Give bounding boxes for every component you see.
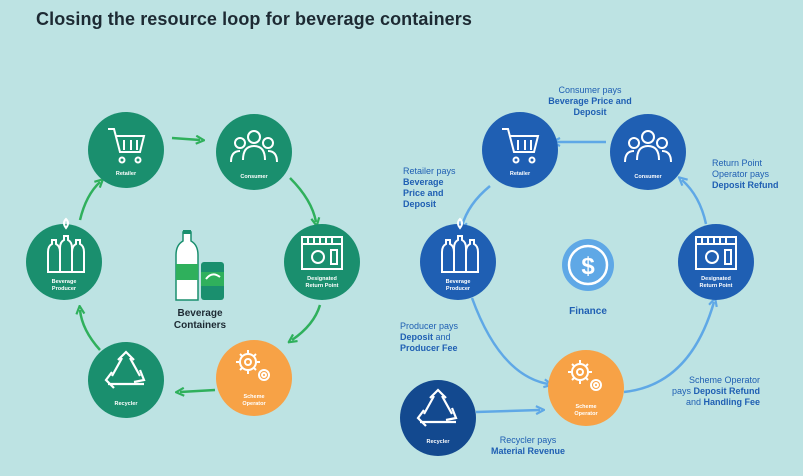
finance-beverage-producer-label-line1: Beverage [446,279,471,285]
beverage-containers-label-line2: Containers [174,320,227,331]
arrow-retailer-to-producer [462,185,491,226]
recycler-label: Recycler [115,401,139,407]
finance-scheme-operator-label-line1: Scheme [575,404,596,410]
svg-text:$: $ [581,253,595,280]
beverage-producer-node[interactable]: Beverage Producer [26,217,102,300]
beverage-producer-label-line1: Beverage [52,279,77,285]
arrow-recycler-to-producer [80,310,101,351]
beverage-producer-label-line2: Producer [52,286,77,292]
finance-beverage-producer-node[interactable]: Beverage Producer [420,217,496,300]
bottles-icon [47,217,85,273]
scheme-operator-label-line2: Operator [242,401,266,407]
finance-recycler-node[interactable]: Recycler [400,380,476,456]
arrow-scheme-to-recycler [180,390,216,392]
recycle-icon [104,350,146,389]
return-point-label-line2: Return Point [306,283,339,289]
scheme-operator-label-line1: Scheme [243,394,264,400]
retailer-pays-annotation: Retailer pays Beverage Price and Deposit [403,166,456,209]
finance-loop-arrows [462,142,714,412]
shopping-cart-icon [108,128,146,164]
consumer-pays-annotation: Consumer pays Beverage Price and Deposit [548,85,632,117]
gears-icon [236,350,270,381]
arrow-retailer-to-consumer [171,138,200,140]
page-title: Closing the resource loop for beverage c… [36,9,473,29]
return-point-label-line1: Designated [307,276,337,282]
bottles-icon [441,217,479,273]
finance-return-point-label-line2: Return Point [700,283,733,289]
producer-pays-annotation: Producer pays Deposit and Producer Fee [400,321,459,353]
shopping-cart-icon [502,128,540,164]
arrow-consumer-to-return-point [289,177,316,222]
finance-retailer-node[interactable]: Retailer [482,112,558,188]
recycler-node[interactable]: Recycler [88,342,164,418]
finance-consumer-node[interactable]: Consumer [610,114,686,190]
recycle-icon [416,388,458,427]
arrow-producer-to-scheme [470,297,548,384]
recycler-pays-annotation: Recycler pays Material Revenue [490,435,566,456]
beverage-containers-icon [175,230,224,301]
gears-icon [568,360,602,391]
retailer-node[interactable]: Retailer [88,112,164,188]
arrow-recycler-to-scheme [475,410,540,412]
beverage-containers-label-line1: Beverage [177,308,222,319]
finance-consumer-label: Consumer [634,174,662,180]
scheme-operator-node[interactable]: Scheme Operator [216,340,292,416]
arrow-return-point-to-scheme [292,304,322,340]
vending-machine-icon [301,236,343,270]
finance-retailer-label: Retailer [510,171,531,177]
arrow-scheme-to-return-point [623,302,714,394]
consumer-node[interactable]: Consumer [216,114,292,190]
arrow-return-point-to-consumer [682,180,708,225]
consumer-label: Consumer [240,174,268,180]
scheme-operator-pays-annotation: Scheme Operator pays Deposit Refund and … [671,375,760,407]
finance-label: Finance [569,306,607,317]
materials-loop: Retailer Consumer [26,112,360,418]
finance-loop: Retailer Consumer [400,112,754,456]
finance-return-point-node[interactable]: Designated Return Point [678,224,754,300]
arrow-producer-to-retailer [78,182,100,221]
finance-return-point-label-line1: Designated [701,276,731,282]
return-point-pays-annotation: Return Point Operator pays Deposit Refun… [712,158,779,190]
dollar-icon: $ [562,239,614,291]
finance-recycler-label: Recycler [427,439,451,445]
people-icon [230,130,278,163]
finance-beverage-producer-label-line2: Producer [446,286,471,292]
people-icon [624,130,672,163]
vending-machine-icon [695,236,737,270]
return-point-node[interactable]: Designated Return Point [284,224,360,300]
retailer-label: Retailer [116,171,137,177]
finance-scheme-operator-node[interactable]: Scheme Operator [548,350,624,426]
finance-scheme-operator-label-line2: Operator [574,411,598,417]
materials-loop-arrows [78,138,322,392]
